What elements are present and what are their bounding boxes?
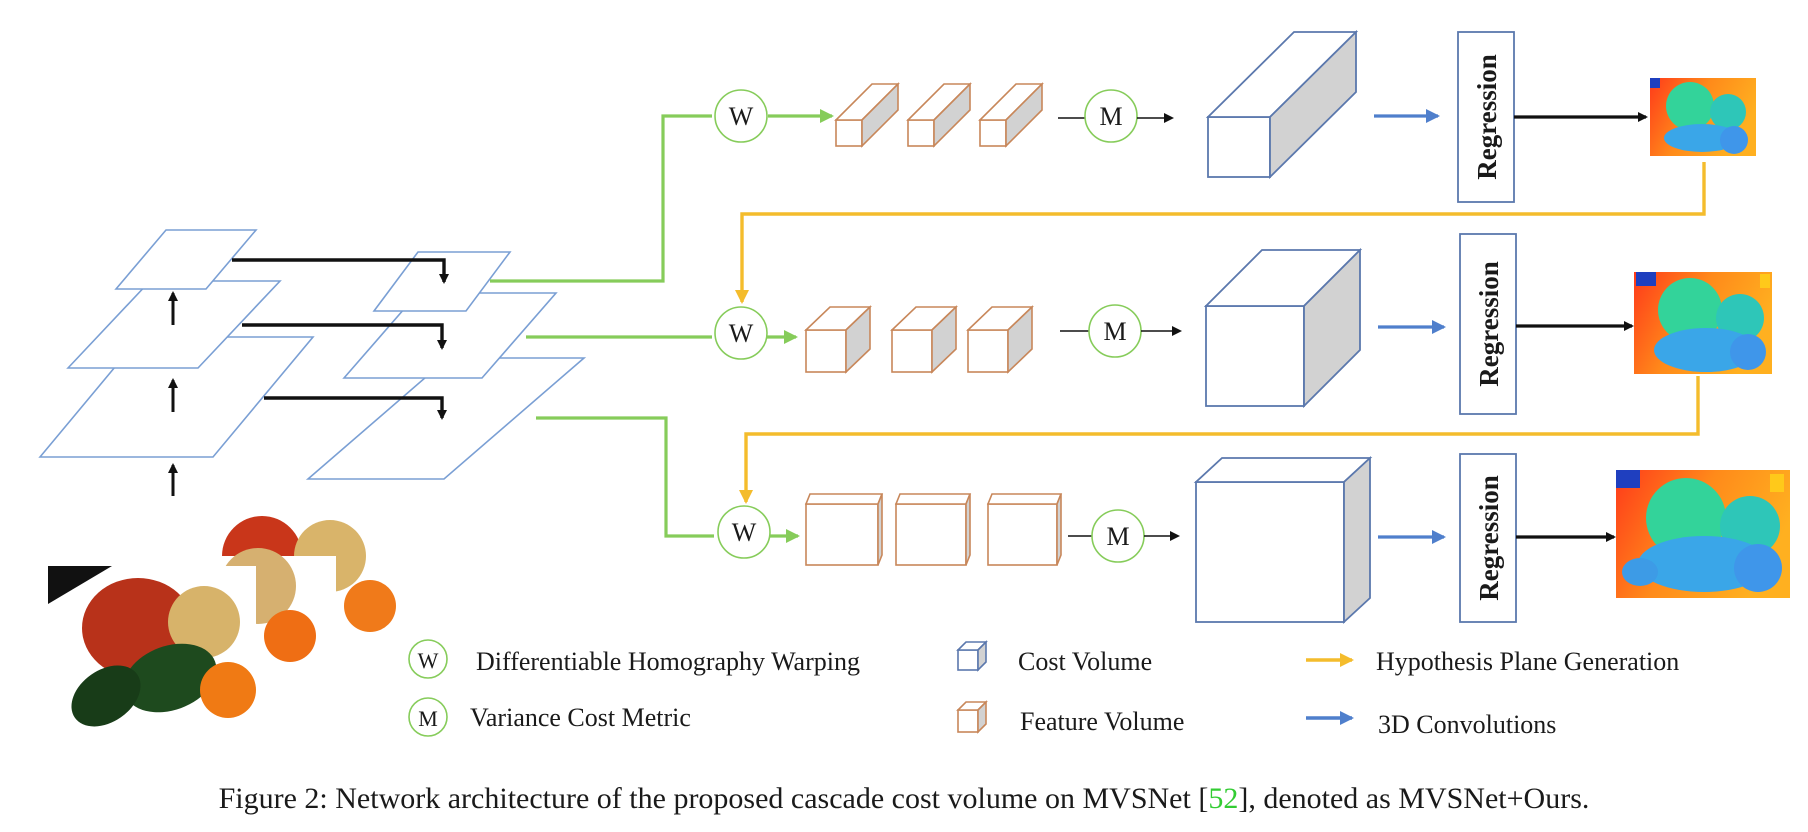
feature-volumes-stage1	[834, 82, 1044, 148]
svg-text:Feature Volume: Feature Volume	[1020, 707, 1184, 736]
svg-text:Differentiable Homography Warp: Differentiable Homography Warping	[476, 647, 860, 676]
svg-text:3D Convolutions: 3D Convolutions	[1378, 710, 1556, 739]
hypothesis-flows	[735, 162, 1706, 504]
warp-node-stage3: W	[717, 505, 771, 559]
depth-map-stage1	[1650, 78, 1756, 156]
metric-node-stage1: M	[1058, 89, 1174, 143]
svg-text:Cost Volume: Cost Volume	[1018, 647, 1152, 676]
feature-volume-3b	[894, 493, 972, 566]
feature-volume-2c	[966, 305, 1034, 374]
legend-hypothesis: Hypothesis Plane Generation	[1306, 647, 1679, 676]
warp-node-stage2: W	[714, 306, 768, 360]
legend-warp-circle	[408, 639, 448, 679]
legend-warping: W Differentiable Homography Warping	[408, 639, 860, 679]
feature-plane-small	[114, 229, 258, 290]
feature-volume-3c	[986, 493, 1063, 566]
feature-volumes-stage2	[804, 305, 1034, 374]
feature-volume-icon	[956, 700, 988, 734]
metric-node-stage2: M	[1060, 304, 1182, 358]
warping-ops: W W W	[714, 89, 771, 559]
legend-variance: M Variance Cost Metric	[408, 697, 691, 737]
depth-map-stage2	[1634, 272, 1772, 374]
legend-feature-volume: Feature Volume	[956, 700, 1184, 736]
regression-output-arrows	[1514, 112, 1648, 542]
svg-text:W: W	[418, 648, 439, 673]
feature-flows	[490, 109, 834, 543]
svg-text:W: W	[732, 518, 757, 547]
svg-text:W: W	[729, 319, 754, 348]
svg-text:M: M	[1106, 522, 1129, 551]
figure-caption: Figure 2: Network architecture of the pr…	[219, 782, 1590, 815]
warp-node-stage1: W	[714, 89, 768, 143]
metric-node-stage3: M	[1068, 509, 1180, 563]
feature-volumes-stage3	[804, 493, 1063, 566]
feature-volume-3a	[804, 493, 884, 566]
cost-volume-stage2	[1203, 247, 1363, 409]
cost-volume-stage1	[1205, 29, 1359, 180]
citation-link[interactable]: 52	[1208, 782, 1238, 815]
feature-volume-1b	[906, 82, 972, 148]
decoder-plane-medium	[342, 292, 558, 379]
conv3d-arrows	[1374, 109, 1446, 544]
svg-text:Regression: Regression	[1474, 475, 1504, 601]
regression-block-stage1: Regression	[1457, 31, 1515, 203]
svg-text:Hypothesis Plane Generation: Hypothesis Plane Generation	[1376, 647, 1679, 676]
svg-text:M: M	[418, 706, 438, 731]
metric-ops: M M M	[1058, 89, 1182, 563]
svg-text:Regression: Regression	[1472, 54, 1502, 180]
legend: W Differentiable Homography Warping M Va…	[408, 639, 1679, 739]
svg-text:Regression: Regression	[1474, 261, 1504, 387]
svg-text:M: M	[1099, 102, 1122, 131]
feature-plane-large	[38, 336, 315, 458]
feature-volume-2b	[890, 305, 958, 374]
svg-text:W: W	[729, 102, 754, 131]
feature-volume-1a	[834, 82, 900, 148]
regression-block-stage2: Regression	[1459, 233, 1517, 415]
regression-blocks: Regression Regression Regression	[1457, 31, 1517, 623]
legend-cost-volume: Cost Volume	[956, 640, 1152, 676]
legend-conv3d: 3D Convolutions	[1306, 710, 1556, 739]
lateral-arrows	[232, 258, 449, 420]
cost-volume-stage3	[1193, 455, 1373, 625]
legend-metric-circle	[408, 697, 448, 737]
encoder-pyramid	[38, 229, 315, 458]
feature-volume-2a	[804, 305, 872, 374]
input-images	[48, 516, 396, 727]
svg-text:M: M	[1103, 317, 1126, 346]
feature-volume-1c	[978, 82, 1044, 148]
depth-map-stage3	[1616, 470, 1790, 598]
cost-volumes	[1193, 29, 1373, 625]
decoder-pyramid	[305, 251, 587, 480]
cost-volume-icon	[956, 640, 988, 672]
svg-text:Variance Cost Metric: Variance Cost Metric	[470, 703, 691, 732]
regression-block-stage3: Regression	[1459, 453, 1517, 623]
